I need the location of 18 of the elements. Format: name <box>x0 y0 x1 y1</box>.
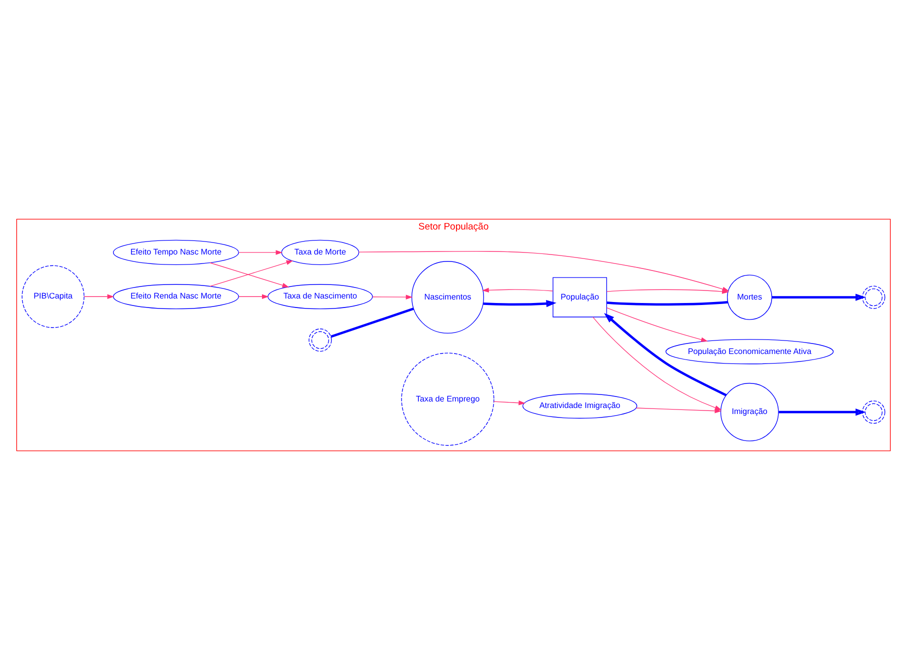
arrow <box>482 288 554 293</box>
arrow <box>238 294 269 299</box>
node-cloud <box>308 328 332 352</box>
connector <box>330 308 414 338</box>
arrow <box>493 400 526 406</box>
node-cloud <box>862 400 886 424</box>
arrow <box>606 308 708 342</box>
arrow <box>358 250 730 292</box>
arrow <box>238 250 283 255</box>
arrow <box>636 408 722 414</box>
arrow <box>604 313 727 396</box>
arrow <box>372 294 413 300</box>
arrow <box>483 300 556 308</box>
connector <box>606 301 728 306</box>
arrow <box>84 294 114 299</box>
arrow <box>772 294 866 301</box>
node-cloud <box>862 286 886 309</box>
arrow <box>778 408 866 416</box>
